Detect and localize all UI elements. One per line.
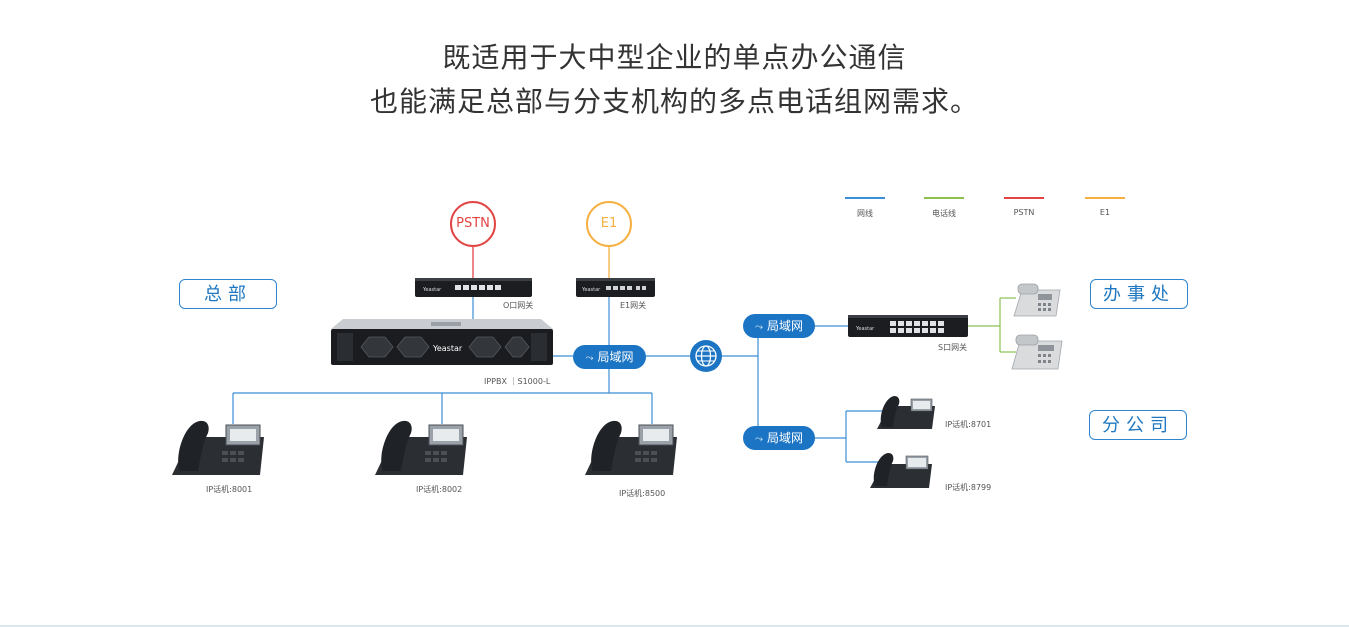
ippbx-label: IPPBX ｜S1000-L: [484, 377, 551, 386]
ip-phone-8799-label: IP话机:8799: [945, 483, 992, 492]
ip-phone-8002-label: IP话机:8002: [416, 485, 463, 494]
analog-phone-icon: [1011, 334, 1063, 370]
legend-phone-line: 电话线: [924, 197, 964, 219]
lan-pill-hq: ⤳局域网: [573, 345, 646, 369]
legend-swatch: [845, 197, 885, 199]
location-office: 办事处: [1090, 279, 1188, 309]
ip-phone-8500-label: IP话机:8500: [619, 489, 666, 498]
lan-pill-branch: ⤳局域网: [743, 426, 815, 450]
s-gateway-device: Yeastar: [848, 315, 968, 337]
ippbx-brand-text: Yeastar: [432, 344, 463, 353]
ip-phone-icon: [375, 420, 467, 475]
ip-phone-8701-label: IP话机:8701: [945, 420, 992, 429]
gateway-brand-text: Yeastar: [855, 326, 875, 332]
ip-phone-icon: [877, 396, 935, 429]
lan-pill-office: ⤳局域网: [743, 314, 815, 338]
location-branch: 分公司: [1089, 410, 1187, 440]
location-hq: 总部: [179, 279, 277, 309]
e1-circle: E1: [586, 201, 632, 247]
legend-e1: E1: [1085, 197, 1125, 217]
network-icon: ⤳: [585, 353, 594, 364]
ip-phone-icon: [172, 420, 264, 475]
o-gateway-label: O口网关: [503, 301, 534, 310]
network-icon: ⤳: [754, 322, 763, 333]
s-gateway-label: S口网关: [938, 343, 968, 352]
ip-phone-icon: [585, 420, 677, 475]
legend-swatch: [924, 197, 964, 199]
legend-swatch: [1085, 197, 1125, 199]
internet-globe-icon: [690, 340, 722, 372]
gateway-brand-text: Yeastar: [422, 287, 442, 293]
legend-ethernet: 网线: [845, 197, 885, 219]
legend-swatch: [1004, 197, 1044, 199]
headline-line-1: 既适用于大中型企业的单点办公通信: [442, 41, 907, 74]
ip-phone-icon: [870, 453, 932, 488]
gateway-brand-text: Yeastar: [581, 287, 601, 293]
legend-pstn: PSTN: [1004, 197, 1044, 217]
headline-line-2: 也能满足总部与分支机构的多点电话组网需求。: [369, 85, 979, 118]
page-bottom-divider: [0, 625, 1349, 627]
e1-gateway-device: Yeastar: [576, 278, 655, 297]
analog-phone-icon: [1013, 283, 1061, 317]
pstn-circle: PSTN: [450, 201, 496, 247]
ip-phone-8001-label: IP话机:8001: [206, 485, 253, 494]
network-icon: ⤳: [754, 434, 763, 445]
o-gateway-device: Yeastar: [415, 278, 532, 297]
e1-gateway-label: E1网关: [620, 301, 647, 310]
ippbx-server: Yeastar: [331, 319, 553, 365]
